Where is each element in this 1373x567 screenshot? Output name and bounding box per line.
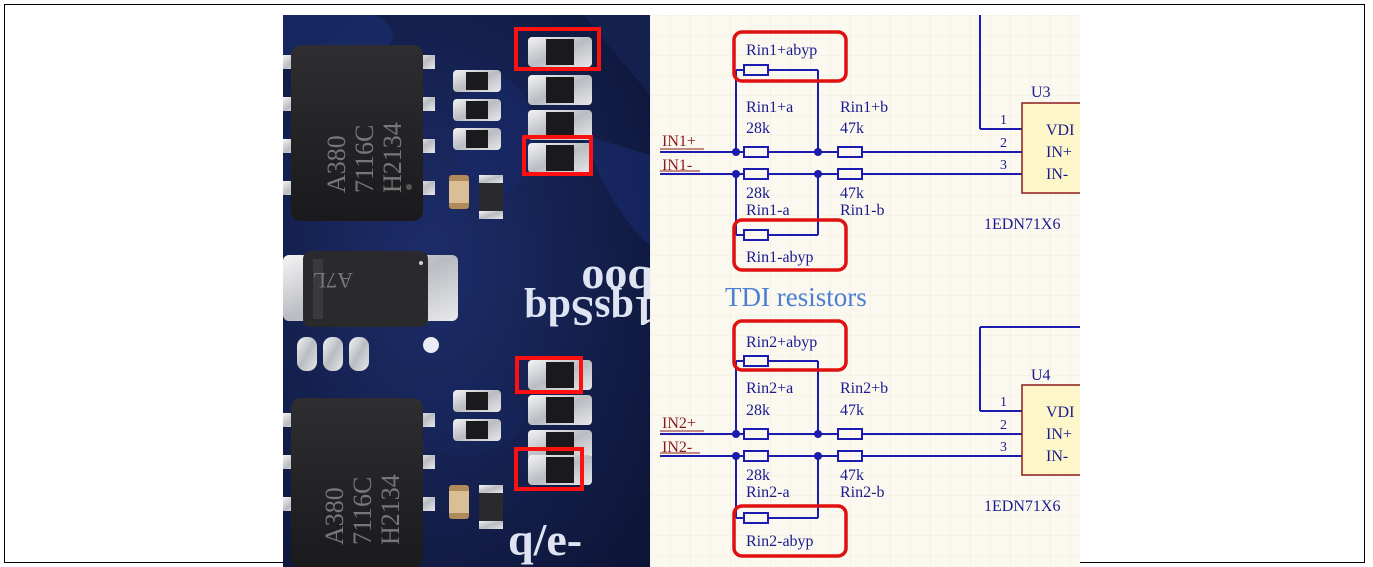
ic-u3-part: 1EDN71X6 (984, 216, 1060, 233)
schematic-panel: IN1+ IN1- Rin1+abyp Rin1+a 28k Rin1+b 47… (650, 15, 1080, 567)
highlight-rin2-neg-abyp (732, 504, 848, 558)
r-in2-neg-b-name: Rin2-b (840, 484, 884, 501)
passives-bottom (449, 360, 592, 529)
r-in1-pos-abyp-label: Rin1+abyp (746, 42, 817, 59)
ic-u4-pin1-name: VDI (1046, 404, 1074, 421)
ic-u3-pin2-name: IN+ (1046, 144, 1072, 161)
r-in1-pos-b-name: Rin1+b (840, 99, 888, 116)
r-in1-neg-a-value: 28k (746, 185, 770, 202)
r-in1-neg-b-value: 47k (840, 185, 864, 202)
r-in1-neg-b-name: Rin1-b (840, 202, 884, 219)
ic-u3-body (1021, 102, 1080, 194)
ic-u3-pin2-num: 2 (1000, 136, 1007, 151)
photo-highlights (514, 27, 601, 491)
ic-u4-body (1021, 384, 1080, 476)
highlight-box-4 (514, 447, 584, 491)
ic-u3-pin3-name: IN- (1046, 166, 1068, 183)
ic-u4-pin2-num: 2 (1000, 418, 1007, 433)
ic-u4-pin2-name: IN+ (1046, 426, 1072, 443)
highlight-box-2 (522, 135, 593, 176)
ic-chip-bottom: A380 7116C H2134 (283, 398, 435, 567)
r-in2-pos-b-name: Rin2+b (840, 380, 888, 397)
via-pads (297, 261, 439, 371)
ic2-marking-line3: H2134 (376, 474, 405, 545)
ic-u3-ref: U3 (1031, 84, 1051, 101)
r-in2-neg-b-value: 47k (840, 467, 864, 484)
pcb-photo: A380 7116C H2134 A380 7116C H2134 A7L (283, 15, 650, 567)
channel-1 (660, 15, 1022, 241)
section-title: TDI resistors (725, 282, 867, 312)
ic1-marking-line3: H2134 (378, 122, 407, 193)
silkscreen-text-bottom: q/e- (508, 514, 582, 565)
ic-u4-ref: U4 (1031, 367, 1051, 384)
ic-u3-pin3-num: 3 (1000, 158, 1007, 173)
net-label-in2-neg: IN2- (662, 439, 692, 456)
ic-u3-pin1-name: VDI (1046, 122, 1074, 139)
ic1-marking-line2: 7116C (350, 125, 379, 193)
ic2-marking-line2: 7116C (348, 477, 377, 545)
r-in2-neg-a-value: 28k (746, 467, 770, 484)
diode-marking: A7L (313, 268, 353, 293)
net-label-in1-pos: IN1+ (662, 133, 696, 150)
highlight-rin1-neg-abyp (732, 218, 848, 272)
r-in2-pos-abyp-label: Rin2+abyp (746, 334, 817, 351)
passives-top (449, 37, 592, 219)
r-in1-pos-a-value: 28k (746, 120, 770, 137)
ic-u4-pin3-name: IN- (1046, 448, 1068, 465)
net-label-in2-pos: IN2+ (662, 415, 696, 432)
silkscreen-text-mid: 1qsSdq (524, 287, 650, 333)
r-in2-pos-a-value: 28k (746, 402, 770, 419)
highlight-box-1 (514, 27, 601, 71)
junction-dots-ch2 (732, 430, 822, 460)
ic-chip-top: A380 7116C H2134 (283, 45, 435, 221)
highlight-rin2-pos-abyp (732, 319, 848, 372)
ic-u3-pin1-num: 1 (1000, 113, 1007, 128)
ic-u4-pin1-num: 1 (1000, 395, 1007, 410)
diode-component: A7L (283, 251, 458, 327)
r-in1-neg-a-name: Rin1-a (746, 202, 790, 219)
r-in2-pos-a-name: Rin2+a (746, 380, 793, 397)
schematic-highlights (732, 30, 848, 558)
silkscreen-text-top: boo (581, 257, 650, 308)
r-in2-neg-abyp-label: Rin2-abyp (746, 533, 814, 550)
r-in2-neg-a-name: Rin2-a (746, 484, 790, 501)
ic-u4-part: 1EDN71X6 (984, 498, 1060, 515)
r-in2-pos-b-value: 47k (840, 402, 864, 419)
r-in1-pos-b-value: 47k (840, 120, 864, 137)
ic1-marking-line1: A380 (322, 135, 351, 193)
ic-u4-pin3-num: 3 (1000, 440, 1007, 455)
highlight-rin1-pos-abyp (732, 30, 848, 83)
r-in1-neg-abyp-label: Rin1-abyp (746, 249, 814, 266)
r-in1-pos-a-name: Rin1+a (746, 99, 793, 116)
highlight-box-3 (515, 356, 583, 394)
ic2-marking-line1: A380 (320, 487, 349, 545)
junction-dots-ch1 (732, 148, 822, 178)
net-label-in1-neg: IN1- (662, 157, 692, 174)
